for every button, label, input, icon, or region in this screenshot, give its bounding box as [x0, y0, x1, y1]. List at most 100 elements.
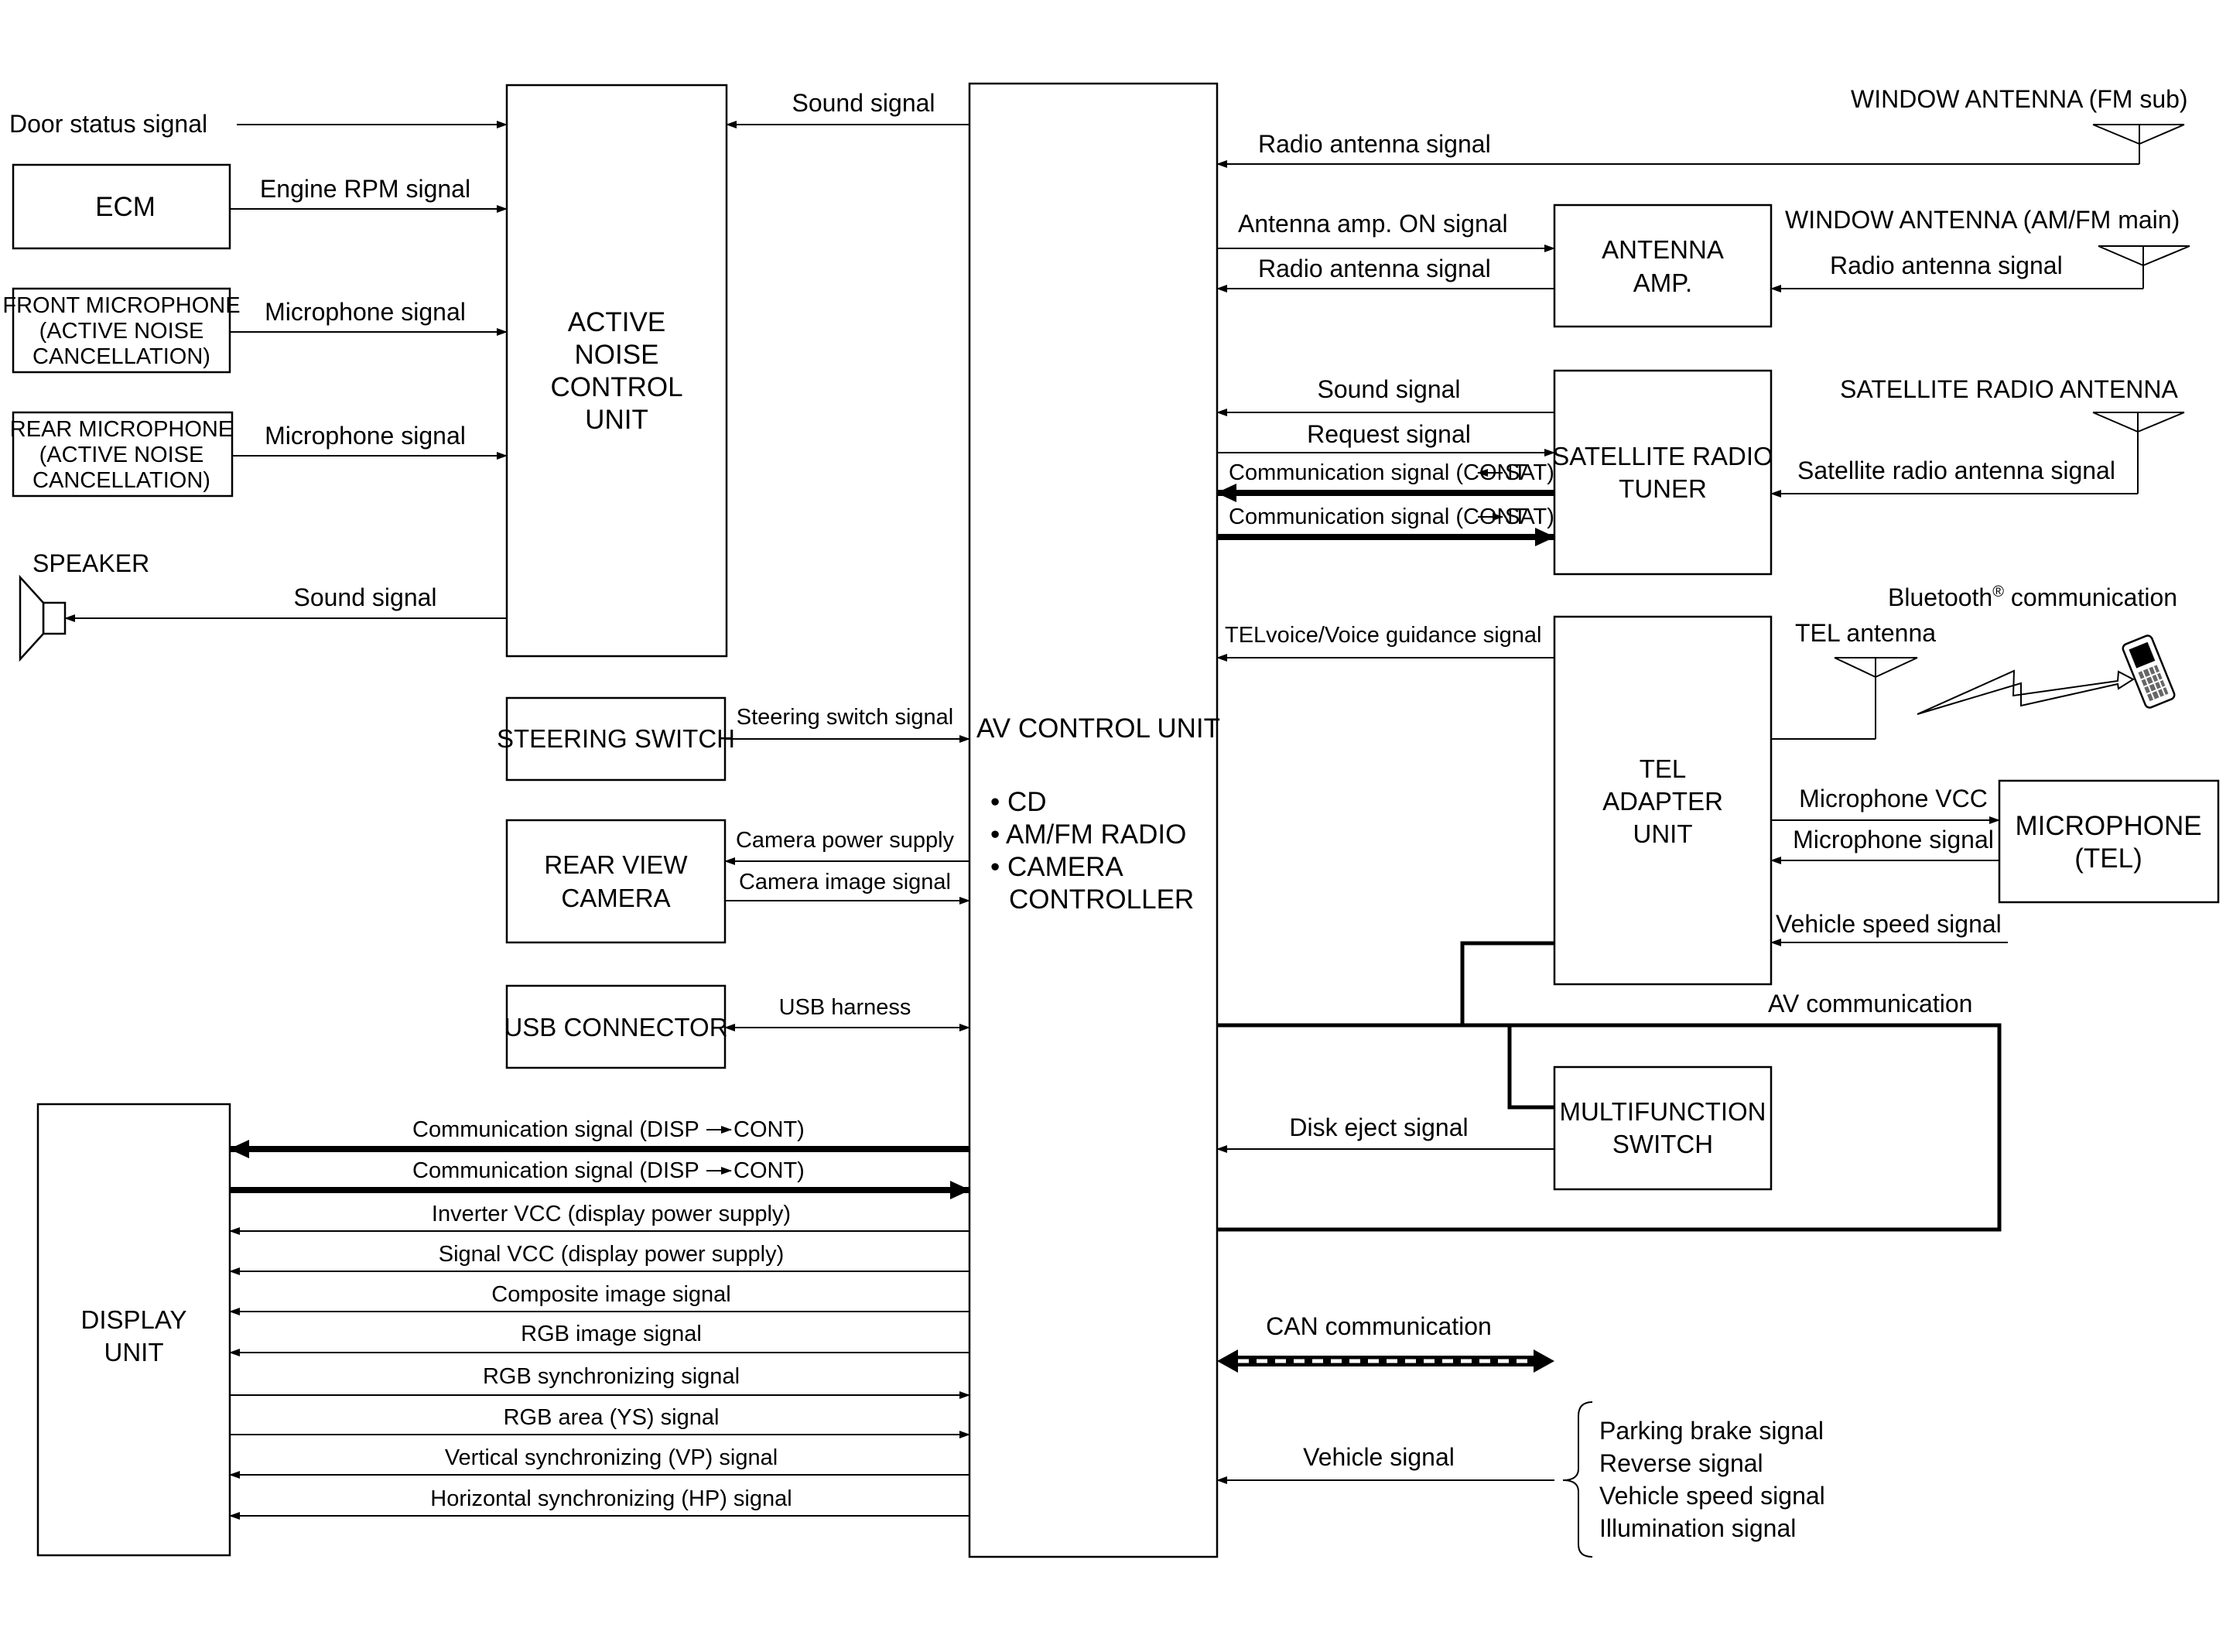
radio-antenna-signal-2-line: Radio antenna signal — [1216, 255, 1554, 292]
av-item-controller: CONTROLLER — [1009, 884, 1194, 915]
multifunction-label-2: SWITCH — [1612, 1130, 1713, 1158]
disp-comm-signal-2: Communication signal (DISP CONT) — [230, 1158, 970, 1199]
bluetooth-word: Bluetooth — [1888, 583, 1992, 611]
inverter-vcc-label: Inverter VCC (display power supply) — [432, 1202, 791, 1226]
antenna-amp-on-line: Antenna amp. ON signal — [1217, 210, 1555, 252]
rgb-area-line: RGB area (YS) signal — [230, 1405, 970, 1438]
sat-comm-2-sat: SAT) — [1505, 504, 1554, 529]
multifunction-label-1: MULTIFUNCTION — [1559, 1097, 1766, 1126]
ecm-box: ECM — [12, 163, 231, 250]
vertical-sync-label: Vertical synchronizing (VP) signal — [445, 1445, 778, 1470]
sat-tuner-label-1: SATELLITE RADIO — [1552, 442, 1773, 470]
parking-brake-signal-label: Parking brake signal — [1599, 1417, 1824, 1445]
camera-image-label: Camera image signal — [739, 870, 951, 894]
steering-signal-label: Steering switch signal — [737, 705, 953, 730]
vertical-sync-line: Vertical synchronizing (VP) signal — [229, 1445, 969, 1479]
radio-antenna-1-label: Radio antenna signal — [1258, 130, 1491, 158]
sat-comm-signal-2: Communication signal (CONT SAT) — [1217, 504, 1555, 546]
sat-comm-1-sat: SAT) — [1505, 460, 1554, 485]
front-mic-label-2: (ACTIVE NOISE — [39, 319, 204, 344]
vehicle-speed-signal-label: Vehicle speed signal — [1599, 1482, 1825, 1510]
vehicle-signal-line: Vehicle signal — [1216, 1443, 1554, 1484]
rear-cam-label-1: REAR VIEW — [544, 850, 688, 879]
tel-adapter-label-3: UNIT — [1633, 819, 1693, 848]
disp-comm-1-cont: CONT) — [734, 1117, 805, 1142]
rgb-image-label: RGB image signal — [521, 1322, 702, 1346]
illumination-signal-label: Illumination signal — [1599, 1514, 1796, 1542]
microphone-tel-label-2: (TEL) — [2074, 843, 2142, 874]
composite-image-label: Composite image signal — [491, 1282, 730, 1307]
signal-vcc-label: Signal VCC (display power supply) — [439, 1242, 784, 1267]
sat-antenna-signal-line: Satellite radio antenna signal — [1770, 457, 2138, 498]
sat-tuner-label-2: TUNER — [1619, 474, 1707, 503]
anc-label-2: NOISE — [575, 340, 659, 370]
active-noise-control-unit-box: ACTIVE NOISE CONTROL UNIT — [505, 84, 728, 658]
composite-image-line: Composite image signal — [229, 1282, 969, 1315]
microphone-tel-box: MICROPHONE (TEL) — [1998, 779, 2220, 904]
satellite-antenna-icon — [2092, 412, 2185, 494]
rear-mic-signal-label: Microphone signal — [265, 422, 466, 450]
rear-mic-label-1: REAR MICROPHONE — [10, 417, 233, 442]
speaker-sound-signal-line: Sound signal — [64, 583, 507, 622]
bluetooth-text: Bluetooth® communication — [1888, 583, 2177, 611]
rgb-sync-line: RGB synchronizing signal — [230, 1364, 970, 1399]
mic-vcc-line: Microphone VCC — [1771, 785, 2000, 824]
av-item-radio: • AM/FM RADIO — [990, 819, 1186, 850]
av-communication-bus: AV communication — [1217, 941, 2002, 1232]
rear-view-camera-box: REAR VIEW CAMERA — [505, 819, 727, 944]
rear-cam-label-2: CAMERA — [561, 884, 670, 912]
antenna-amp-label-2: AMP. — [1633, 268, 1692, 297]
satellite-antenna-label: SATELLITE RADIO ANTENNA — [1840, 375, 2179, 403]
antenna-amp-on-label: Antenna amp. ON signal — [1238, 210, 1508, 238]
front-mic-signal-label: Microphone signal — [265, 298, 466, 326]
radio-antenna-2-label: Radio antenna signal — [1258, 255, 1491, 282]
rear-microphone-box: REAR MICROPHONE (ACTIVE NOISE CANCELLATI… — [10, 411, 234, 498]
microphone-tel-label-1: MICROPHONE — [2015, 811, 2201, 841]
antenna-amp-box: ANTENNA AMP. — [1553, 204, 1773, 328]
mobile-phone-icon — [2122, 634, 2176, 709]
usb-connector-label: USB CONNECTOR — [504, 1013, 727, 1041]
window-antenna-am-fm-label: WINDOW ANTENNA (AM/FM main) — [1785, 206, 2180, 234]
rear-mic-label-2: (ACTIVE NOISE — [39, 443, 204, 467]
mic-vcc-label: Microphone VCC — [1799, 785, 1988, 812]
sat-comm-signal-1: Communication signal (CONT SAT) — [1216, 460, 1554, 502]
window-antenna-fm-sub-icon — [2092, 124, 2185, 164]
anc-sound-label: Sound signal — [792, 89, 935, 117]
bluetooth-label: Bluetooth® communication — [1888, 583, 2177, 611]
window-antenna-am-fm-icon — [2098, 245, 2190, 289]
vehicle-speed-tel-label: Vehicle speed signal — [1776, 910, 2002, 938]
tel-voice-label: TELvoice/Voice guidance signal — [1225, 623, 1541, 648]
av-control-unit-box: AV CONTROL UNIT • CD • AM/FM RADIO • CAM… — [968, 82, 1220, 1558]
usb-connector-box: USB CONNECTOR — [504, 984, 728, 1069]
multifunction-switch-box: MULTIFUNCTION SWITCH — [1553, 1065, 1773, 1191]
rgb-sync-label: RGB synchronizing signal — [483, 1364, 740, 1389]
engine-rpm-signal-line: Engine RPM signal — [230, 175, 508, 213]
disp-comm-2-label: Communication signal (DISP — [412, 1158, 699, 1183]
tel-adapter-label-2: ADAPTER — [1602, 787, 1723, 816]
sat-sound-label: Sound signal — [1317, 375, 1460, 403]
front-mic-label-3: CANCELLATION) — [32, 344, 210, 369]
speaker-label: SPEAKER — [32, 549, 149, 577]
anc-sound-signal-line: Sound signal — [726, 89, 969, 128]
radio-antenna-signal-1-line: Radio antenna signal — [1216, 130, 2139, 168]
display-unit-box: DISPLAY UNIT — [36, 1103, 231, 1557]
speaker-sound-label: Sound signal — [293, 583, 436, 611]
usb-harness-label: USB harness — [779, 995, 911, 1020]
rear-mic-signal-line: Microphone signal — [232, 422, 508, 460]
tel-adapter-unit-box: TEL ADAPTER UNIT — [1553, 615, 1773, 986]
horizontal-sync-line: Horizontal synchronizing (HP) signal — [229, 1486, 969, 1520]
speaker-icon — [19, 574, 67, 662]
anc-label-4: UNIT — [585, 405, 648, 435]
front-mic-label-1: FRONT MICROPHONE — [2, 293, 240, 318]
ecm-label: ECM — [95, 192, 156, 222]
disp-comm-1-label: Communication signal (DISP — [412, 1117, 699, 1142]
sat-antenna-signal-label: Satellite radio antenna signal — [1797, 457, 2115, 484]
sat-request-signal-line: Request signal — [1217, 420, 1555, 457]
anc-label-1: ACTIVE — [568, 307, 665, 337]
av-item-camera: • CAMERA — [990, 852, 1123, 882]
sat-comm-2-label: Communication signal (CONT — [1229, 504, 1527, 529]
vehicle-speed-tel-line: Vehicle speed signal — [1770, 910, 2008, 946]
radio-antenna-signal-3-line: Radio antenna signal — [1770, 251, 2143, 292]
signal-vcc-line: Signal VCC (display power supply) — [229, 1242, 969, 1275]
